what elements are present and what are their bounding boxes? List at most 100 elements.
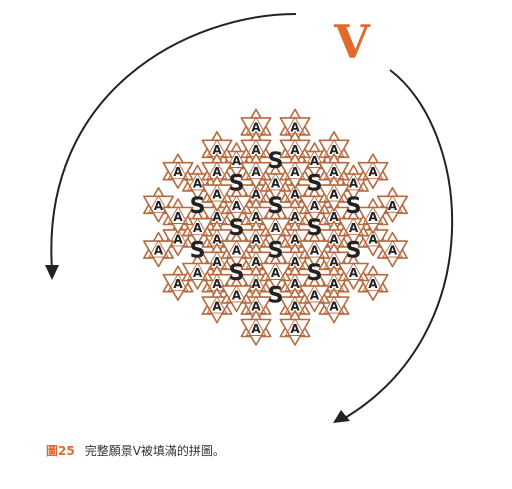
star-inner-triangle — [362, 206, 384, 224]
triangle-label: A — [173, 165, 183, 179]
star-inner-triangle — [265, 262, 286, 280]
rotation-arrows — [45, 13, 454, 423]
triangle-label: A — [232, 154, 242, 168]
star-tile: A — [357, 153, 389, 189]
triangle-label: A — [232, 244, 242, 258]
triangle-label: A — [329, 188, 339, 202]
hexagon-label: S — [229, 171, 245, 196]
triangle-label: A — [154, 199, 164, 213]
hexagon-label: S — [346, 194, 362, 219]
triangle-label: A — [368, 165, 378, 179]
left-arrowhead — [45, 265, 59, 280]
star-tile: A — [279, 153, 311, 189]
star-tile: A — [259, 209, 292, 245]
caption-label: 圖25 — [46, 444, 75, 458]
star-inner-triangle — [206, 295, 228, 314]
hexagon-label: S — [307, 261, 323, 286]
star-tile: A — [357, 265, 389, 302]
hexagon-label: S — [307, 171, 323, 196]
triangle-label: A — [290, 210, 300, 224]
hexagon-label: S — [190, 194, 206, 219]
star-tile: A — [357, 198, 389, 234]
star-inner-triangle — [167, 206, 189, 224]
star-inner-triangle — [362, 161, 384, 180]
triangle-label: A — [329, 210, 339, 224]
triangle-label: A — [212, 143, 222, 157]
star-inner-triangle — [226, 239, 247, 258]
star-inner-triangle — [382, 239, 403, 258]
triangle-label: A — [271, 221, 281, 235]
triangle-label: A — [251, 322, 261, 336]
triangle-label: A — [271, 176, 281, 190]
hexagon-label: S — [229, 261, 245, 286]
star-tile: A — [376, 231, 409, 268]
star-tile: A — [318, 175, 350, 212]
triangle-label: A — [232, 199, 242, 213]
star-tile: A — [201, 175, 233, 212]
star-inner-triangle — [167, 273, 189, 292]
star-tile: A — [162, 198, 194, 234]
triangle-label: A — [193, 266, 203, 280]
triangle-label: A — [329, 277, 339, 291]
star-tile: A — [240, 310, 272, 346]
triangle-label: A — [329, 255, 339, 269]
star-inner-triangle — [304, 284, 325, 303]
hexagon-label: S — [307, 216, 323, 241]
star-tile: A — [279, 310, 311, 346]
star-tile: A — [259, 254, 292, 290]
star-inner-triangle — [226, 194, 247, 213]
star-inner-triangle — [304, 150, 325, 168]
triangle-label: A — [329, 300, 339, 314]
triangle-label: A — [310, 154, 320, 168]
left-rotation-arrow — [50, 13, 297, 271]
triangle-label: A — [310, 199, 320, 213]
star-inner-triangle — [343, 262, 364, 280]
right-arrowhead — [333, 410, 350, 423]
triangle-label: A — [290, 143, 300, 157]
triangle-label: A — [251, 232, 261, 246]
triangle-label: A — [290, 232, 300, 246]
triangle-label: A — [251, 165, 261, 179]
triangle-label: A — [271, 266, 281, 280]
triangle-label: A — [368, 232, 378, 246]
triangle-label: A — [251, 143, 261, 157]
triangle-label: A — [212, 255, 222, 269]
star-tile: A — [337, 254, 370, 290]
triangle-label: A — [173, 277, 183, 291]
star-inner-triangle — [323, 295, 345, 314]
hexagon-label: S — [190, 239, 206, 264]
triangle-label: A — [212, 210, 222, 224]
star-tile: A — [279, 131, 311, 167]
triangle-label: A — [212, 165, 222, 179]
triangle-label: A — [193, 221, 203, 235]
star-inner-triangle — [187, 217, 208, 236]
star-tile: A — [221, 231, 252, 268]
triangle-label: A — [173, 210, 183, 224]
hexagon-label: S — [268, 283, 284, 308]
star-inner-triangle — [148, 239, 169, 258]
star-inner-triangle — [284, 161, 306, 180]
star-inner-triangle — [304, 239, 325, 258]
star-tile: A — [162, 153, 194, 189]
star-inner-triangle — [362, 273, 384, 292]
triangle-label: A — [388, 244, 398, 258]
right-rotation-arrow — [344, 69, 454, 419]
triangle-label: A — [368, 210, 378, 224]
star-inner-triangle — [187, 172, 208, 191]
triangle-label: A — [290, 255, 300, 269]
triangle-label: A — [290, 188, 300, 202]
star-inner-triangle — [167, 228, 189, 247]
triangle-label: A — [290, 300, 300, 314]
triangle-label: A — [193, 176, 203, 190]
triangle-label: A — [251, 120, 261, 134]
hexagon-label: S — [346, 239, 362, 264]
hexagon-label: S — [268, 194, 284, 219]
triangle-label: A — [349, 176, 359, 190]
star-inner-triangle — [245, 161, 267, 180]
star-inner-triangle — [382, 194, 403, 213]
triangle-label: A — [349, 266, 359, 280]
triangle-label: A — [251, 255, 261, 269]
